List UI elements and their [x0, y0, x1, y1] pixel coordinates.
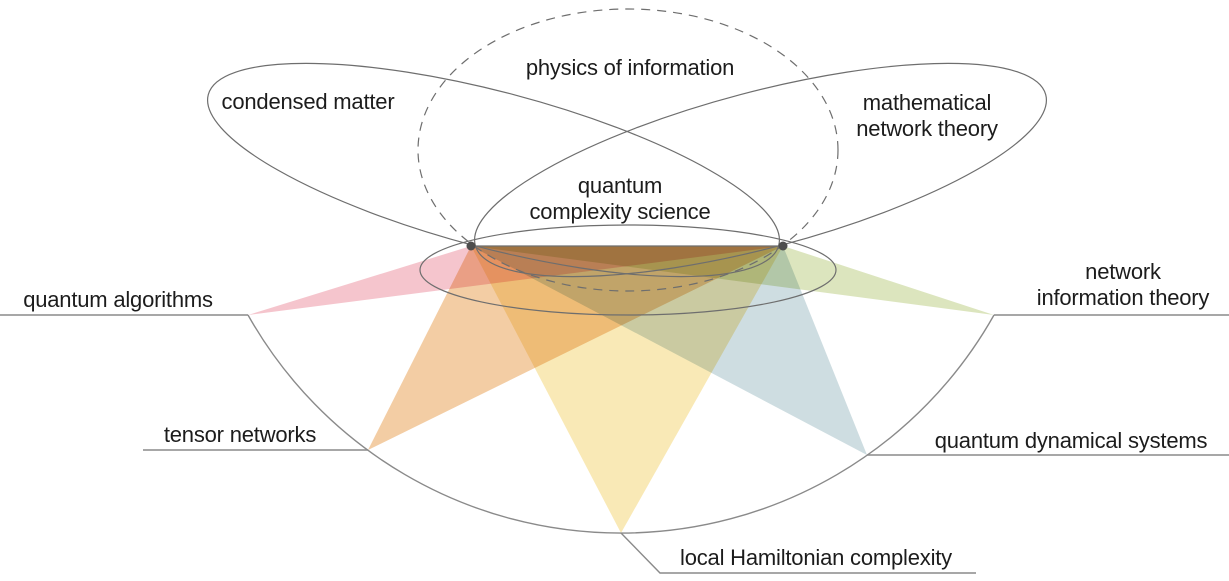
- label-network-information-theory-line2: information theory: [1036, 285, 1210, 310]
- beam-network-information-theory: [471, 246, 994, 315]
- beam-quantum-dynamical-systems: [471, 246, 867, 455]
- intersection-dot-left: [466, 241, 476, 251]
- label-line-local-hamiltonian-complexity: [620, 532, 976, 574]
- label-physics-of-information: physics of information: [525, 55, 735, 80]
- ellipse-physics-of-information-dashed: [417, 8, 839, 292]
- label-network-information-theory: network information theory: [1037, 259, 1210, 311]
- label-quantum-complexity-science: quantum complexity science: [529, 173, 710, 225]
- label-tensor-networks: tensor networks: [163, 422, 317, 447]
- label-local-hamiltonian-complexity: local Hamiltonian complexity: [680, 545, 952, 570]
- label-quantum-complexity-science-line2: complexity science: [529, 199, 711, 224]
- label-quantum-dynamical-systems: quantum dynamical systems: [934, 428, 1208, 453]
- label-network-information-theory-line1: network: [1085, 259, 1161, 284]
- label-quantum-complexity-science-line1: quantum: [577, 173, 663, 198]
- intersection-dot-right: [778, 241, 788, 251]
- label-condensed-matter: condensed matter: [221, 89, 395, 114]
- field-line-layer: [0, 314, 1229, 574]
- dot-layer: [466, 241, 788, 251]
- beam-layer: [248, 246, 994, 533]
- ellipse-quantum-complexity-science: [419, 224, 837, 316]
- label-mathematical-network-theory-line2: network theory: [856, 116, 998, 141]
- label-mathematical-network-theory-line1: mathematical: [862, 90, 992, 115]
- label-quantum-algorithms: quantum algorithms: [23, 287, 213, 312]
- label-mathematical-network-theory: mathematical network theory: [856, 90, 998, 142]
